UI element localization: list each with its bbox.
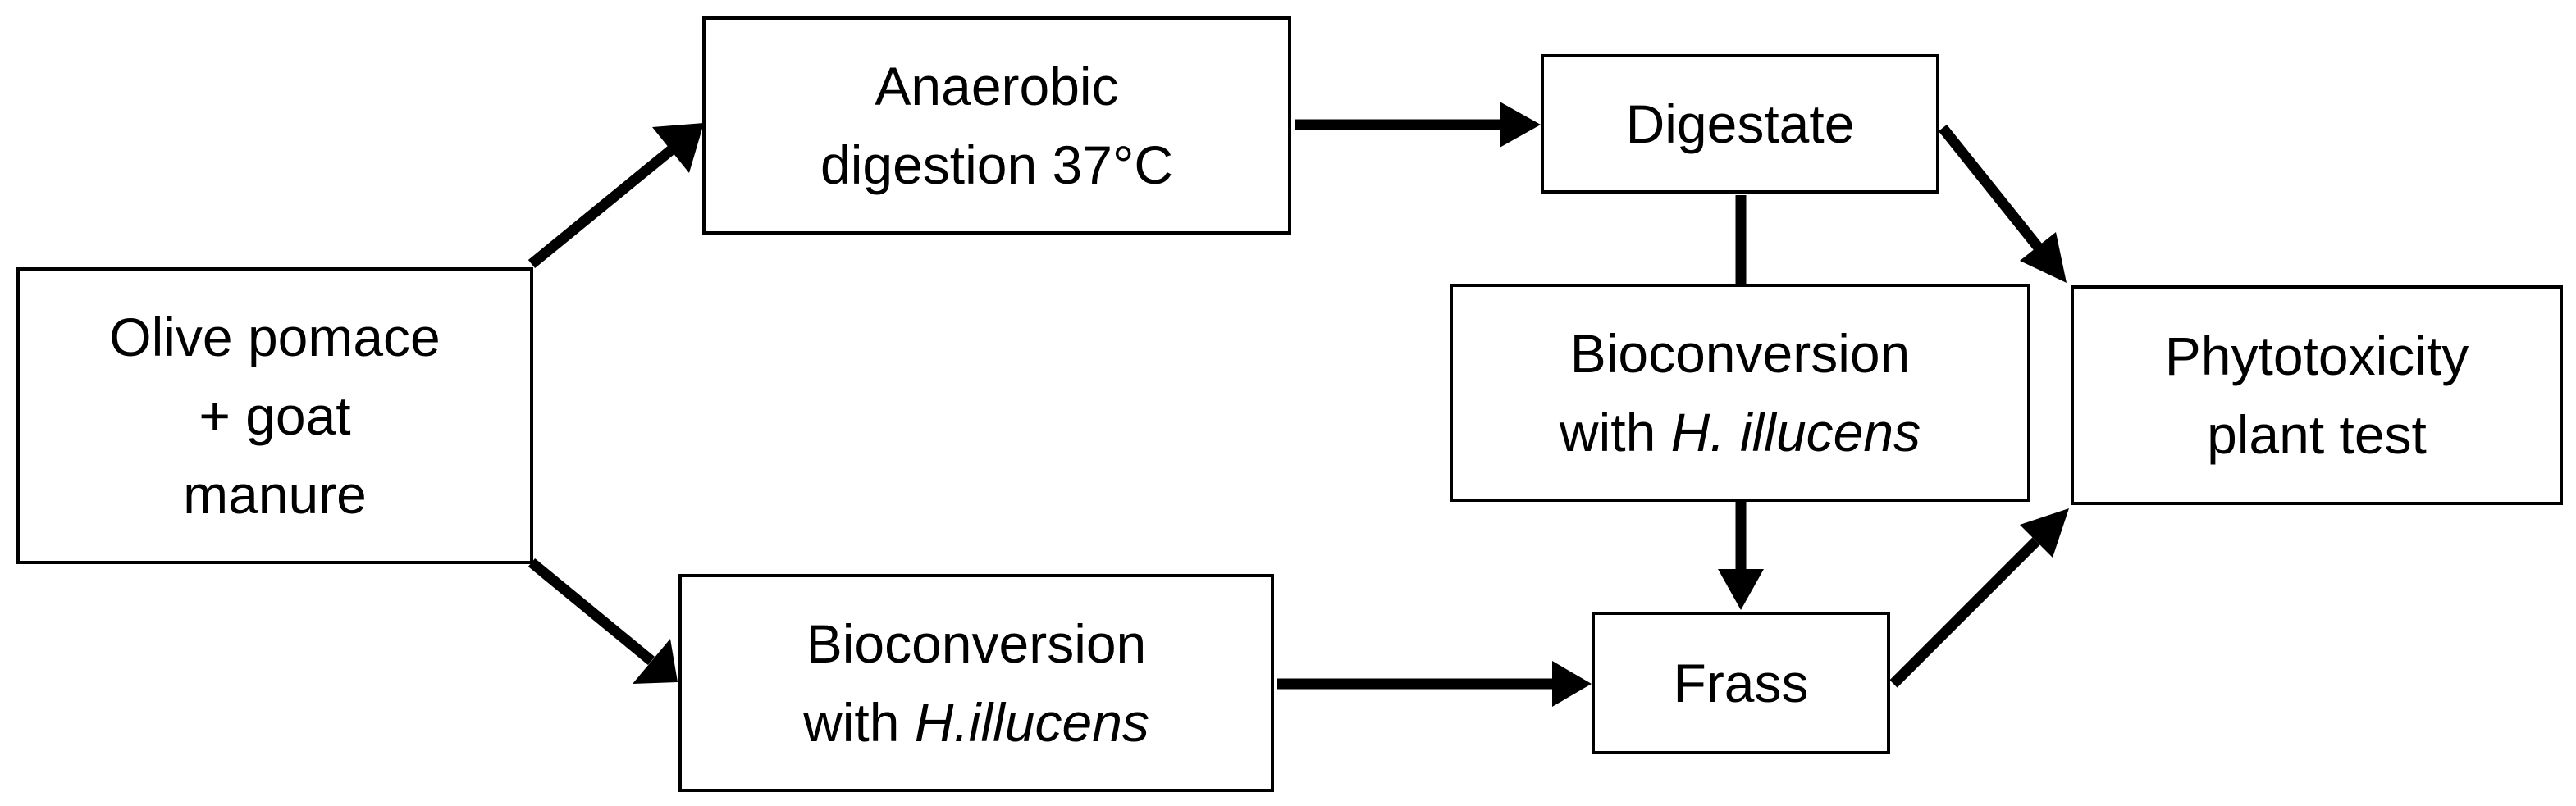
arrowhead-phytotoxicity-lower: [2020, 508, 2069, 558]
node-label: manure: [183, 464, 367, 525]
node-frass: Frass: [1592, 612, 1890, 754]
node-label: + goat: [199, 385, 351, 446]
node-label: plant test: [2207, 404, 2427, 465]
node-label: Frass: [1673, 653, 1809, 713]
arrowhead-frass-vertical: [1718, 569, 1764, 610]
arrowhead-anaerobic-digestion: [652, 123, 704, 173]
node-phytotoxicity-plant-test: Phytotoxicity plant test: [2071, 285, 2563, 505]
arrow-source-to-bioconversion: [528, 558, 655, 666]
arrowhead-frass-horizontal: [1552, 661, 1592, 707]
species-name: H.illucens: [914, 692, 1149, 753]
node-label-line: with H. illucens: [1560, 393, 1921, 471]
node-label-prefix: with: [803, 692, 915, 753]
node-digestate: Digestate: [1541, 54, 1939, 194]
arrowhead-bioconversion: [633, 639, 678, 684]
node-label: Bioconversion: [806, 613, 1147, 674]
arrowhead-phytotoxicity-upper: [2020, 232, 2067, 283]
arrow-frass-to-phytotoxicity: [1889, 537, 2040, 688]
node-label: Anaerobic: [875, 56, 1119, 116]
node-label: Phytotoxicity: [2164, 326, 2469, 386]
arrowhead-digestate: [1500, 102, 1541, 148]
node-olive-pomace-goat-manure: Olive pomace + goat manure: [16, 267, 533, 564]
node-bioconversion-digestate: Bioconversion with H. illucens: [1450, 284, 2030, 502]
arrow-digestate-to-phytotoxicity: [1938, 124, 2043, 251]
node-label: Digestate: [1625, 93, 1855, 154]
node-label-line: with H.illucens: [803, 683, 1149, 762]
node-label-prefix: with: [1559, 402, 1671, 462]
node-bioconversion: Bioconversion with H.illucens: [678, 574, 1274, 792]
node-label: Olive pomace: [109, 307, 441, 367]
node-label: Bioconversion: [1569, 323, 1911, 384]
node-label: digestion 37°C: [820, 134, 1173, 195]
arrow-source-to-anaerobic-digestion: [528, 145, 675, 269]
species-name: H. illucens: [1670, 402, 1921, 462]
node-anaerobic-digestion: Anaerobic digestion 37°C: [702, 16, 1291, 235]
